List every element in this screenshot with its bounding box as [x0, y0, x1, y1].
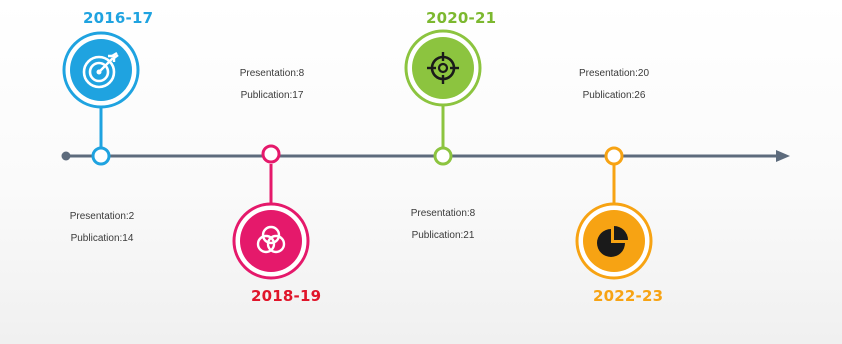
publication-count-2018-19: Publication:17 [240, 90, 304, 101]
presentation-count-2018-19: Presentation:8 [239, 68, 305, 79]
publication-count-2020-21: Publication:21 [411, 230, 475, 241]
milestone-2020-21 [404, 29, 482, 166]
year-label-2016-17: 2016-17 [83, 9, 154, 27]
timeline-start-dot [61, 151, 71, 161]
milestone-badge [412, 37, 474, 99]
milestone-axis-node [604, 146, 624, 166]
year-label-2018-19: 2018-19 [251, 287, 322, 305]
milestone-badge [240, 210, 302, 272]
presentation-count-2022-23: Presentation:20 [578, 68, 650, 79]
milestone-axis-node [91, 146, 111, 166]
pie-chart-icon [597, 226, 628, 257]
venn-circles-icon [256, 225, 286, 254]
milestone-badge [583, 210, 645, 272]
milestone-2022-23 [575, 146, 653, 280]
presentation-count-2016-17: Presentation:2 [69, 211, 135, 222]
milestone-axis-node [261, 144, 281, 164]
crosshair-icon [427, 52, 459, 84]
milestone-2018-19 [232, 144, 310, 280]
milestone-axis-node [433, 146, 453, 166]
presentation-count-2020-21: Presentation:8 [410, 208, 476, 219]
milestone-2016-17 [62, 31, 140, 166]
timeline-arrowhead [776, 150, 790, 162]
year-label-2022-23: 2022-23 [593, 287, 664, 305]
publication-count-2016-17: Publication:14 [70, 233, 134, 244]
publication-count-2022-23: Publication:26 [582, 90, 646, 101]
year-label-2020-21: 2020-21 [426, 9, 497, 27]
target-dart-icon [82, 51, 119, 89]
